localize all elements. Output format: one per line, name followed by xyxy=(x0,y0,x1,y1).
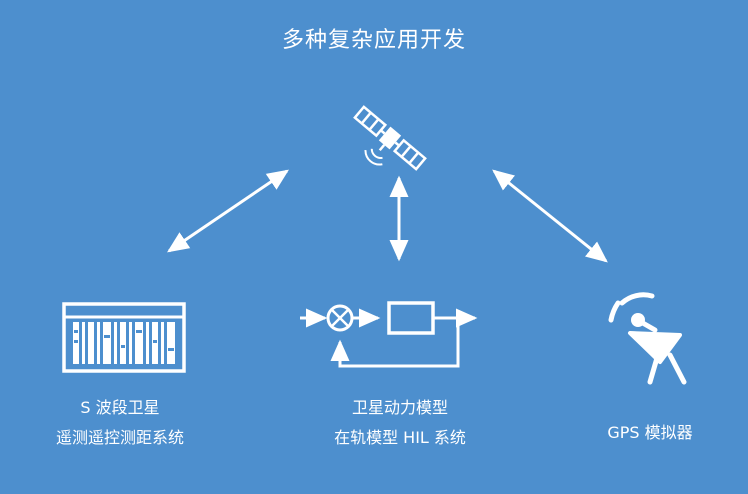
control-loop-label-line1: 卫星动力模型 xyxy=(351,398,448,417)
connector-left xyxy=(167,169,289,253)
connector-right xyxy=(492,169,608,263)
diagram-title: 多种复杂应用开发 xyxy=(281,28,466,53)
rack-system-label: S 波段卫星 遥测遥控测距系统 xyxy=(20,393,220,453)
rack-system-label-line1: S 波段卫星 xyxy=(80,398,160,417)
gps-simulator-label-line1: GPS 模拟器 xyxy=(607,423,693,442)
rack-system-label-line2: 遥测遥控测距系统 xyxy=(55,428,184,447)
gps-simulator-label: GPS 模拟器 xyxy=(555,418,745,448)
control-loop-label: 卫星动力模型 在轨模型 HIL 系统 xyxy=(300,393,500,453)
control-loop-label-line2: 在轨模型 HIL 系统 xyxy=(334,428,466,447)
rack-system-icon xyxy=(62,302,186,373)
control-loop-icon xyxy=(300,301,478,368)
satellite-dish-icon xyxy=(608,292,687,385)
satellite-icon xyxy=(353,105,427,171)
